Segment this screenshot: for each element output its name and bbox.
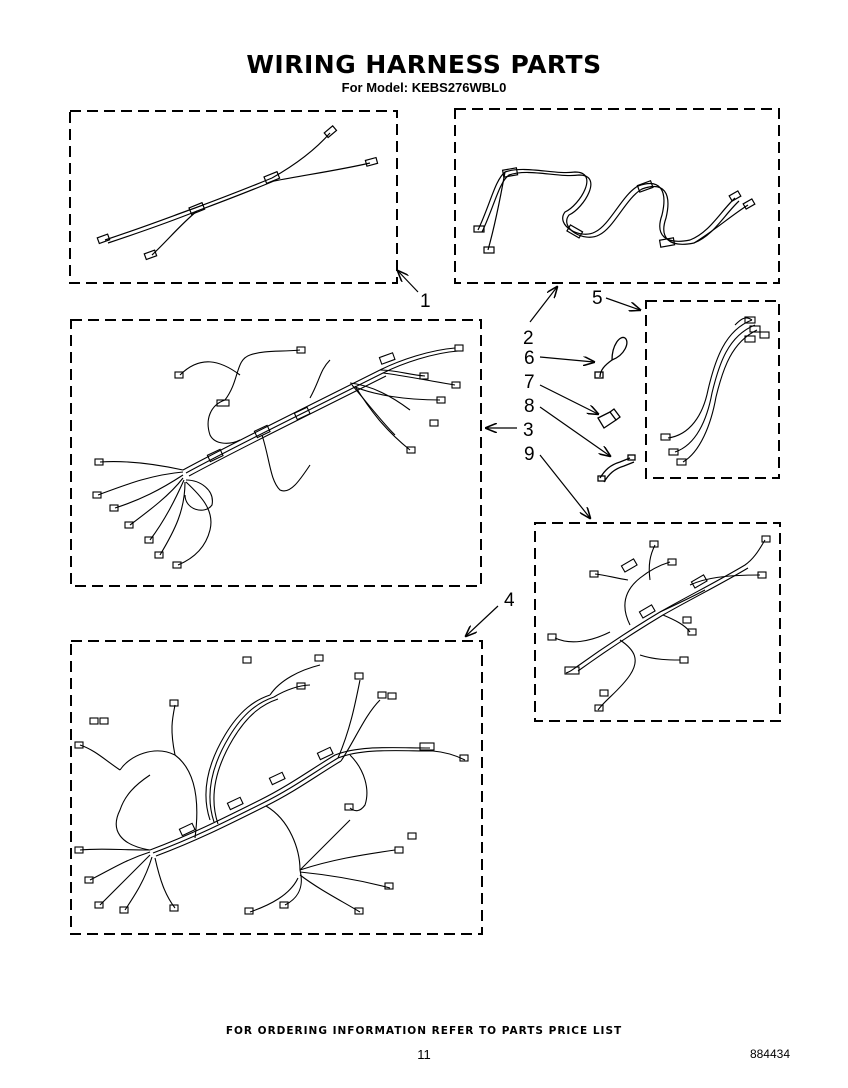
callout-6: 6 [524,348,535,369]
harness-box-2 [454,108,780,284]
harness-box-3 [70,319,482,587]
part-6-illustration [594,336,628,379]
leader-2 [529,287,557,323]
leader-7 [539,384,598,414]
harness-box-5 [645,300,780,479]
harness-box-9 [534,522,781,722]
harness-5-illustration [660,316,770,466]
callout-4: 4 [504,590,515,611]
model-subtitle: For Model: KEBS276WBL0 [341,80,507,95]
harness-4-illustration [74,654,469,915]
callout-5: 5 [592,288,603,309]
callout-9: 9 [524,444,535,465]
leader-9 [539,454,590,518]
page-number: 11 [417,1047,431,1062]
document-number: 884434 [749,1047,790,1061]
callout-7: 7 [524,372,535,393]
callout-8: 8 [524,396,535,417]
harness-box-4 [70,640,483,935]
harness-9-illustration [547,535,771,712]
harness-box-1 [69,110,398,284]
harness-2-illustration [473,167,756,254]
leader-5 [605,297,640,310]
callout-3: 3 [523,420,534,441]
leader-6 [539,357,594,362]
harness-3-illustration [92,344,464,569]
leader-1 [398,271,419,293]
callout-1: 1 [420,291,431,312]
ordering-note: FOR ORDERING INFORMATION REFER TO PARTS … [225,1025,623,1037]
part-8-illustration [597,454,636,483]
page-title: WIRING HARNESS PARTS [246,50,602,79]
part-7-illustration [597,408,621,429]
leader-8 [539,406,610,456]
harness-1-illustration [96,124,379,261]
callout-2: 2 [523,328,534,349]
leader-4 [466,605,499,636]
